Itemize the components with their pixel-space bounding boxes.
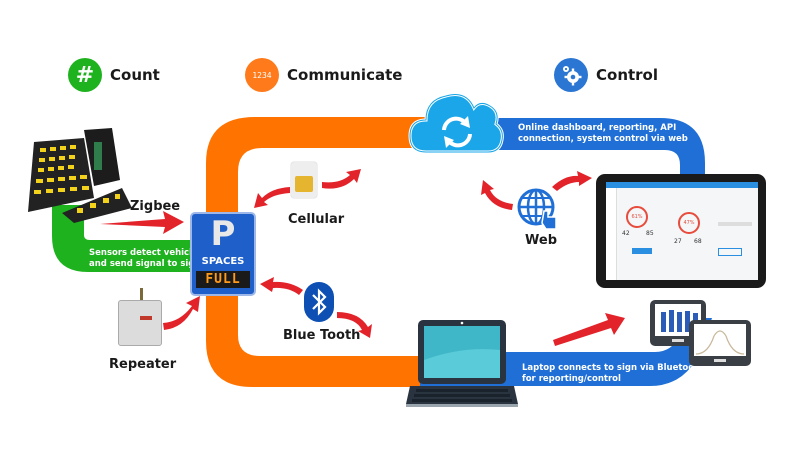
orange-loop xyxy=(206,117,430,387)
header-communicate-label: Communicate xyxy=(287,66,403,84)
red-arrows xyxy=(100,169,625,346)
tablet-dashboard: 61% 47% 42 85 27 68 xyxy=(596,174,766,288)
zigbee-label: Zigbee xyxy=(130,199,181,214)
dashboard-sidebar xyxy=(606,188,617,280)
green-band xyxy=(52,205,200,272)
dashboard-value-a: 42 xyxy=(622,230,630,237)
dashboard-value-d: 68 xyxy=(694,238,702,245)
header-control-label: Control xyxy=(596,66,659,84)
dashboard-screen: 61% 47% 42 85 27 68 xyxy=(606,182,758,280)
cloud-note-line2: connection, system control via web xyxy=(518,134,688,144)
sensors-note: Sensors detect vehicle and send signal t… xyxy=(89,248,200,270)
laptop-note-line1: Laptop connects to sign via Bluetooth xyxy=(522,363,705,373)
arrow-cellular-left xyxy=(254,187,290,208)
dashboard-value-b: 85 xyxy=(646,230,654,237)
arrow-zigbee xyxy=(100,211,184,234)
sensors-note-line1: Sensors detect vehicle xyxy=(89,248,198,258)
cloud-note-line1: Online dashboard, reporting, API xyxy=(518,123,677,133)
parking-letter: P xyxy=(210,214,236,254)
bluetooth-label: Blue Tooth xyxy=(283,328,361,343)
dashboard-button xyxy=(718,248,742,256)
laptop-image xyxy=(406,320,518,412)
header-count: # Count xyxy=(68,58,160,92)
hash-glyph: # xyxy=(75,62,95,88)
laptop-note: Laptop connects to sign via Bluetooth fo… xyxy=(522,363,704,385)
sensors-note-line2: and send signal to sign xyxy=(89,259,201,269)
laptop-note-line2: for reporting/control xyxy=(522,374,621,384)
sign-spaces-text: SPACES xyxy=(201,256,245,267)
web-globe-icon xyxy=(516,187,562,235)
digits-glyph: 1234 xyxy=(252,70,272,80)
arrow-cellular-right xyxy=(322,169,361,189)
sim-card-icon xyxy=(291,162,317,198)
header-communicate: 1234 Communicate xyxy=(245,58,402,92)
dashboard-value-c: 27 xyxy=(674,238,682,245)
hash-icon: # xyxy=(68,58,102,92)
dashboard-bar xyxy=(632,248,652,254)
digits-icon: 1234 xyxy=(245,58,279,92)
arrow-web-right xyxy=(552,171,592,191)
dashboard-field xyxy=(718,222,752,226)
cellular-label: Cellular xyxy=(288,212,345,227)
dashboard-gauge-2: 47% xyxy=(678,212,700,234)
sign-full-display: FULL xyxy=(196,271,250,288)
dashboard-gauge-1: 61% xyxy=(626,206,648,228)
arrow-web-left xyxy=(481,180,513,210)
sensor-bumps-image xyxy=(22,128,132,227)
cloud-note: Online dashboard, reporting, API connect… xyxy=(518,123,688,145)
header-count-label: Count xyxy=(110,66,160,84)
dashboard-topbar xyxy=(606,182,758,188)
report-tablet-curve-chart xyxy=(689,320,751,366)
bluetooth-icon xyxy=(304,282,334,322)
repeater-label: Repeater xyxy=(109,357,177,372)
arrow-laptop xyxy=(553,313,625,346)
gears-icon xyxy=(554,58,588,92)
header-control: Control xyxy=(554,58,658,92)
web-label: Web xyxy=(525,233,557,248)
arrow-bt-right xyxy=(337,312,372,338)
parking-sign: P SPACES FULL xyxy=(190,212,256,296)
repeater-device-image xyxy=(118,288,162,346)
arrow-bt-left xyxy=(260,277,303,295)
cloud-sync-icon xyxy=(408,86,506,162)
arrow-repeater xyxy=(163,296,200,330)
